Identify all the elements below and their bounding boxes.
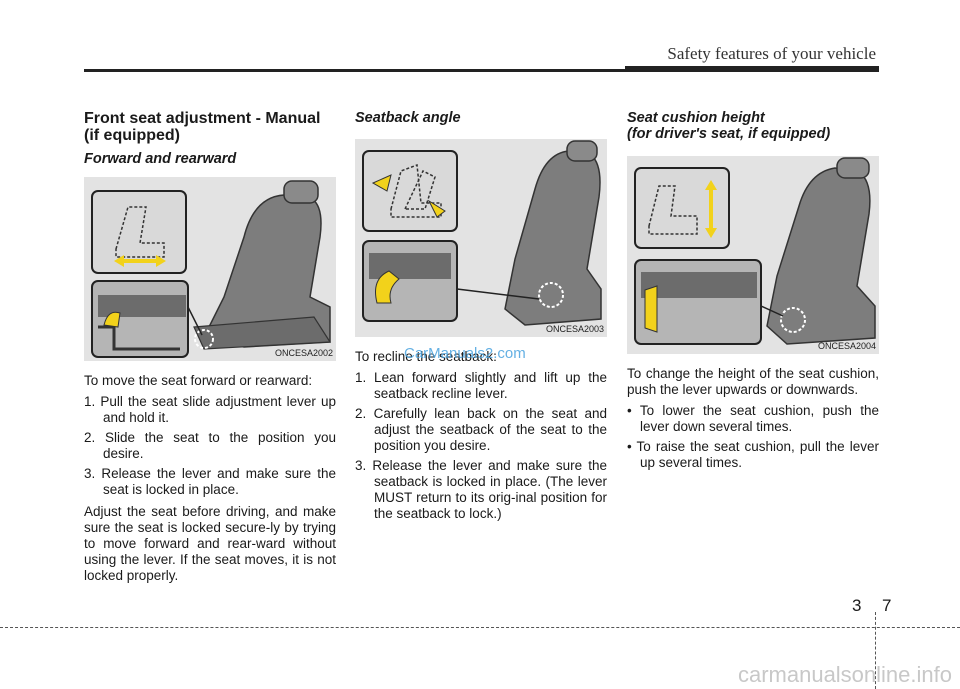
- seatback-recline-illustration: [362, 140, 602, 326]
- subheading-line: Seat cushion height: [627, 110, 765, 126]
- caution-paragraph: Adjust the seat before driving, and make…: [84, 504, 336, 583]
- watermark-link[interactable]: CarManuals2.com: [404, 345, 526, 362]
- subheading-line: (for driver's seat, if equipped): [627, 126, 831, 142]
- bullet-text: To lower the seat cushion, push the leve…: [639, 403, 879, 434]
- figure-code: ONCESA2004: [817, 341, 876, 351]
- figure-code: ONCESA2003: [545, 324, 604, 334]
- intro-text: To move the seat forward or rearward:: [84, 373, 313, 388]
- subheading-cushion-height: Seat cushion height (for driver's seat, …: [627, 110, 879, 142]
- steps-list: 1. Lean forward slightly and lift up the…: [355, 370, 607, 522]
- column-seatback-angle: Seatback angle ONCESA2003 To recline the…: [355, 110, 607, 528]
- step-item: 1. Pull the seat slide adjustment lever …: [84, 394, 336, 425]
- step-item: 2. Carefully lean back on the seat and a…: [355, 406, 607, 453]
- header-title: Safety features of your vehicle: [667, 44, 876, 63]
- step-item: 3. Release the lever and make sure the s…: [84, 466, 336, 497]
- footer-divider: [875, 612, 876, 689]
- section-heading: Front seat adjustment - Manual (if equip…: [84, 110, 321, 144]
- step-item: 1. Lean forward slightly and lift up the…: [355, 370, 607, 401]
- step-item: 3. Release the lever and make sure the s…: [355, 458, 607, 521]
- subheading-forward-rearward: Forward and rearward: [84, 151, 237, 167]
- figure-cushion-height: ONCESA2004: [627, 156, 879, 354]
- intro-text: To change the height of the seat cushion…: [627, 366, 879, 397]
- site-watermark: carmanualsonline.info: [737, 662, 952, 687]
- header-rule-accent: [625, 66, 879, 72]
- bullet-item: • To raise the seat cushion, pull the le…: [627, 439, 879, 470]
- column-forward-rearward: Front seat adjustment - Manual (if equip…: [84, 110, 336, 589]
- cushion-height-illustration: [634, 157, 876, 345]
- seat-slide-illustration: [91, 180, 332, 358]
- step-item: 2. Slide the seat to the position you de…: [84, 430, 336, 461]
- bullet-list: • To lower the seat cushion, push the le…: [627, 403, 879, 471]
- page-number: 7: [882, 596, 892, 615]
- bullet-text: To raise the seat cushion, pull the leve…: [636, 439, 879, 470]
- chapter-number: 3: [852, 596, 862, 615]
- figure-code: ONCESA2002: [274, 348, 333, 358]
- figure-seatback-recline: ONCESA2003: [355, 139, 607, 337]
- bullet-item: • To lower the seat cushion, push the le…: [627, 403, 879, 434]
- intro-text: To recline the seatback:: [355, 349, 497, 364]
- column-cushion-height: Seat cushion height (for driver's seat, …: [627, 110, 879, 475]
- header-rule: [84, 69, 879, 72]
- steps-list: 1. Pull the seat slide adjustment lever …: [84, 394, 336, 498]
- footer-rule: [0, 627, 960, 628]
- figure-seat-slide: ONCESA2002: [84, 177, 336, 361]
- subheading-seatback-angle: Seatback angle: [355, 110, 461, 126]
